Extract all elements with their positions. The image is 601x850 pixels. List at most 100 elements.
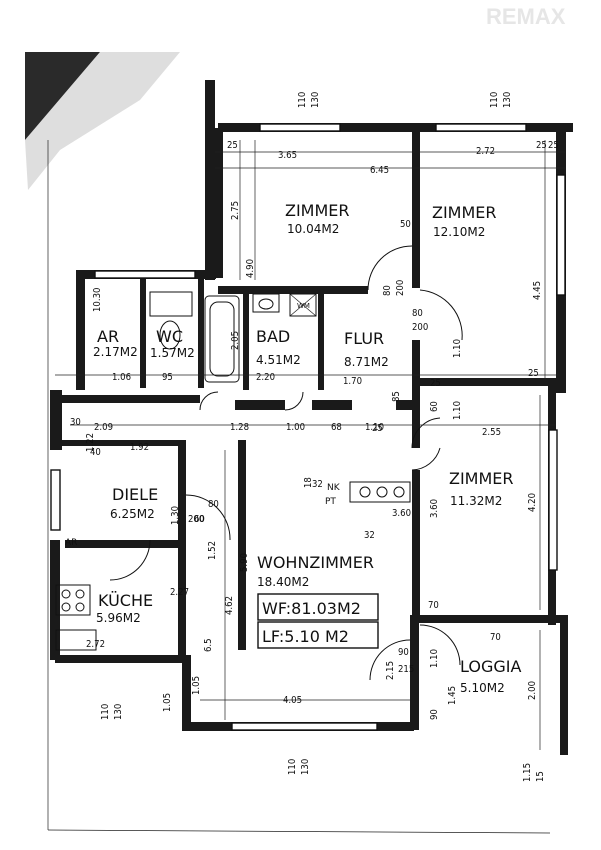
dim-1-00: 1.00 (286, 422, 305, 433)
dim-2-20: 2.20 (256, 372, 275, 383)
dimension-lines (55, 140, 565, 750)
room-flur-area: 8.71M2 (344, 355, 389, 369)
dim-130-a: 130 (310, 92, 321, 108)
dim-25-a: 25 (430, 378, 441, 389)
stove (349, 481, 411, 503)
dim-6-5: 6.5 (203, 638, 214, 652)
dim-110-a: 110 (297, 92, 308, 108)
room-kueche-area: 5.96M2 (96, 611, 141, 625)
dim-32-a: 32 (312, 479, 323, 490)
dim-3-65: 3.65 (278, 150, 297, 161)
nk-label: NK (327, 483, 341, 493)
bathtub (204, 295, 240, 383)
dim-4-45: 4.45 (532, 281, 543, 300)
dim-1-30: 1.30 (170, 506, 181, 525)
door-arcs (109, 245, 463, 681)
dim-3-60-b: 3.60 (392, 508, 411, 519)
dim-2-00: 2.00 (527, 681, 538, 700)
dim-130-d: 130 (113, 704, 124, 720)
room-flur-name: FLUR (344, 329, 384, 348)
room-wc-area: 1.57M2 (150, 346, 195, 360)
dim-68: 68 (331, 422, 342, 433)
dim-1-05-a: 1.05 (191, 676, 202, 695)
dim-2-55: 2.55 (482, 427, 501, 438)
dim-3-60-a: 3.60 (429, 499, 440, 518)
pt-label: PT (325, 497, 336, 507)
dim-50: 50 (400, 219, 411, 230)
room-diele-area: 6.25M2 (110, 507, 155, 521)
wc-fixture (149, 291, 193, 350)
dim-2-15-a: 2.15 (385, 661, 396, 680)
dim-60-a: 60 (429, 401, 440, 412)
dim-1-10-f: 1.10 (429, 649, 440, 668)
room-ar-name: AR (97, 327, 119, 346)
dim-30: 30 (70, 417, 81, 428)
dim-70-b: 70 (490, 632, 501, 643)
dim-1-10-e: 1.10 (365, 422, 384, 433)
room-loggia-area: 5.10M2 (460, 681, 505, 695)
dim-2-72-top: 2.72 (476, 146, 495, 157)
windows (50, 123, 566, 731)
room-zimmer-1-area: 10.04M2 (287, 222, 339, 236)
dim-4-20: 4.20 (527, 493, 538, 512)
dim-1-28: 1.28 (230, 422, 249, 433)
dim-2-05: 2.05 (230, 331, 241, 350)
dim-25-d: 25 (227, 140, 238, 151)
rotated-dimension-texts: 110 130 110 130 2.75 4.90 4.45 80 200 10… (85, 92, 546, 782)
dim-1-22: 1.22 (85, 433, 96, 452)
dim-80-c: 80 (208, 499, 219, 510)
dim-25-c: 25 (372, 423, 383, 434)
room-wohnzimmer-area: 18.40M2 (257, 575, 309, 589)
dimension-texts: 3.65 6.45 2.72 50 80 200 2.55 2.09 1.92 … (70, 140, 559, 706)
dim-200-b: 200 (412, 322, 428, 333)
dim-1-70: 1.70 (343, 376, 362, 387)
dim-2-09: 2.09 (94, 422, 113, 433)
wf-total: WF:81.03M2 (262, 599, 361, 618)
dim-25-f: 25 (548, 140, 559, 151)
dim-60-b: 60 (194, 514, 205, 525)
dim-32-b: 32 (364, 530, 375, 541)
dim-90-a: 90 (398, 647, 409, 658)
dim-10-30: 10.30 (92, 288, 103, 312)
wf-box (257, 593, 379, 621)
dim-25-e: 25 (536, 140, 547, 151)
dim-40: 40 (90, 447, 101, 458)
outer-walls (50, 80, 573, 755)
scan-grey (25, 52, 180, 190)
room-zimmer-3-name: ZIMMER (449, 469, 514, 488)
room-zimmer-2-area: 12.10M2 (433, 225, 485, 239)
room-ar-area: 2.17M2 (93, 345, 138, 359)
washbasin (252, 293, 280, 313)
lf-total: LF:5.10 M2 (262, 627, 349, 646)
dim-6-45: 6.45 (370, 165, 389, 176)
wm-label: WM (297, 302, 310, 310)
dim-1-92: 1.92 (130, 442, 149, 453)
dim-25-b: 25 (528, 368, 539, 379)
dim-200-c: 200 (188, 514, 204, 525)
dim-80-b: 80 (412, 308, 423, 319)
room-wohnzimmer-name: WOHNZIMMER (257, 553, 374, 572)
dim-4-90: 4.90 (245, 259, 256, 278)
dim-95: 95 (162, 372, 173, 383)
dim-215-b: 215 (398, 664, 414, 675)
dim-90-b: 90 (429, 709, 440, 720)
dim-1-10-c: 1.10 (452, 339, 463, 358)
dim-110-h: 110 (287, 759, 298, 775)
lf-box (257, 621, 379, 649)
dim-80-a: 80 (382, 285, 393, 296)
dim-15: 15 (535, 771, 546, 782)
dim-110-g: 110 (100, 704, 111, 720)
dim-1-10-d: 1.10 (452, 401, 463, 420)
dim-1-05-b: 1.05 (162, 693, 173, 712)
room-loggia-name: LOGGIA (460, 657, 521, 676)
dim-130-e: 130 (300, 759, 311, 775)
dim-2-27: 2.27 (170, 587, 189, 598)
dim-2-72-bottom: 2.72 (86, 639, 105, 650)
dim-4-05: 4.05 (283, 695, 302, 706)
dim-18: 18 (303, 477, 314, 488)
dim-5-90: 5.90 (239, 553, 250, 572)
room-bad-area: 4.51M2 (256, 353, 301, 367)
room-zimmer-1-name: ZIMMER (285, 201, 350, 220)
dim-110-b: 110 (489, 92, 500, 108)
